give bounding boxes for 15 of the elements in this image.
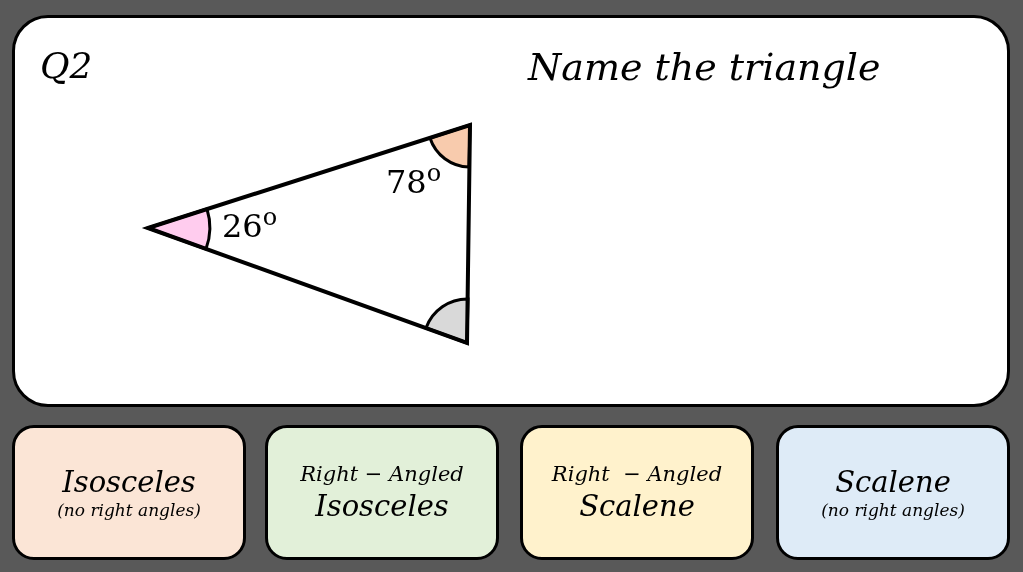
- answer-option: [776, 425, 1010, 560]
- option-heading: Right − Angled: [551, 461, 723, 488]
- option-heading: Scalene: [835, 463, 951, 500]
- answer-option: [12, 425, 246, 560]
- question-number: Q2: [40, 48, 93, 84]
- answer-option: [265, 425, 499, 560]
- option-heading: Right − Angled: [300, 461, 464, 488]
- answer-option: [520, 425, 754, 560]
- option-subtext: Isosceles: [315, 487, 449, 524]
- option-heading: Isosceles: [62, 463, 196, 500]
- option-subtext: (no right angles): [57, 500, 201, 522]
- option-subtext: (no right angles): [821, 500, 965, 522]
- angle-label: 78$^{o}$: [386, 166, 442, 198]
- angle-label: 26$^{o}$: [222, 210, 278, 242]
- option-subtext: Scalene: [579, 487, 695, 524]
